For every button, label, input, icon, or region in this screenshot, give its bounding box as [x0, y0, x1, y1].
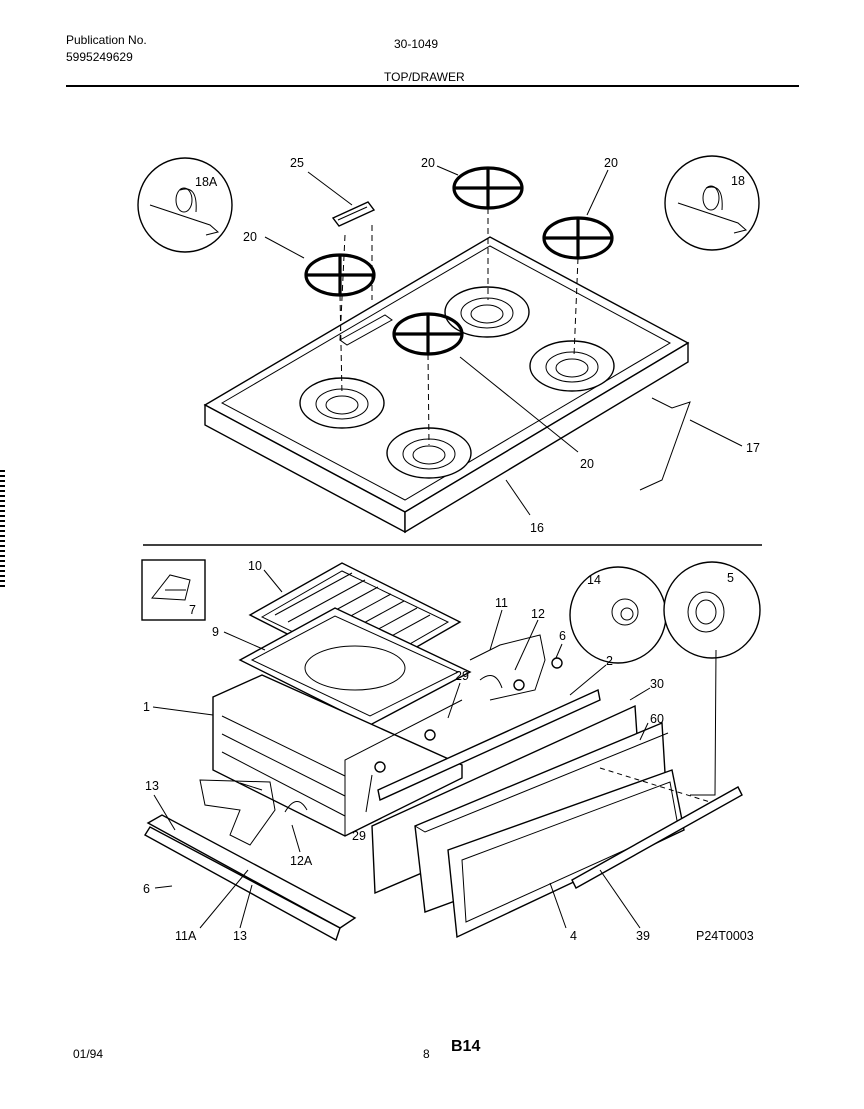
callout-11: 11 [495, 596, 508, 610]
callout-13-lower: 13 [233, 929, 247, 943]
callout-12: 12 [531, 607, 545, 621]
footer-page: 8 [423, 1047, 430, 1061]
scan-edge-marks [0, 470, 5, 590]
inset-5 [663, 561, 761, 659]
callout-11A: 11A [175, 929, 197, 943]
callout-20-left: 20 [243, 230, 257, 244]
callout-7: 7 [189, 603, 196, 617]
callout-5: 5 [727, 571, 734, 585]
top-leader-lines [264, 165, 743, 516]
callout-20-top: 20 [421, 156, 435, 170]
callout-39: 39 [636, 929, 650, 943]
drawer-hardware [239, 634, 563, 813]
callout-9: 9 [212, 625, 219, 639]
callout-4: 4 [570, 929, 577, 943]
publication-label: Publication No. [66, 33, 147, 47]
callout-1: 1 [143, 700, 150, 714]
center-lines [339, 208, 579, 446]
callout-18A: 18A [195, 175, 218, 189]
footer-date: 01/94 [73, 1047, 104, 1061]
callout-6-upper: 6 [559, 629, 566, 643]
callout-30: 30 [650, 677, 664, 691]
callout-29-lower: 29 [352, 829, 366, 843]
footer-code: B14 [451, 1038, 481, 1055]
callout-12A: 12A [290, 854, 313, 868]
publication-number: 5995249629 [66, 50, 133, 64]
section-title: TOP/DRAWER [384, 70, 465, 84]
trim-strip-39 [571, 786, 743, 889]
callout-16: 16 [530, 521, 544, 535]
inset-18A [137, 157, 233, 253]
part-17-bracket [639, 397, 691, 491]
callout-17: 17 [746, 441, 760, 455]
burner-wells [299, 286, 615, 479]
callout-14: 14 [587, 573, 601, 587]
callout-29-upper: 29 [455, 669, 469, 683]
document-code: 30-1049 [394, 37, 439, 51]
bottom-leader-lines [152, 569, 717, 929]
callout-20-front: 20 [580, 457, 594, 471]
callout-20-right: 20 [604, 156, 618, 170]
drawer-rails-13 [144, 779, 357, 942]
drawer-body-1 [212, 674, 463, 837]
callout-6-lower: 6 [143, 882, 150, 896]
callout-2: 2 [606, 654, 613, 668]
callout-60: 60 [650, 712, 664, 726]
inset-7 [141, 559, 206, 621]
callout-13-upper: 13 [145, 779, 159, 793]
callout-18: 18 [731, 174, 745, 188]
inset-18 [664, 155, 760, 251]
diagram-id: P24T0003 [696, 929, 754, 943]
callout-10: 10 [248, 559, 262, 573]
part-25-trim [331, 201, 376, 227]
callout-25: 25 [290, 156, 304, 170]
cooktop-top-panel [203, 236, 690, 534]
inset-14 [569, 566, 667, 664]
header-rule [66, 85, 799, 87]
